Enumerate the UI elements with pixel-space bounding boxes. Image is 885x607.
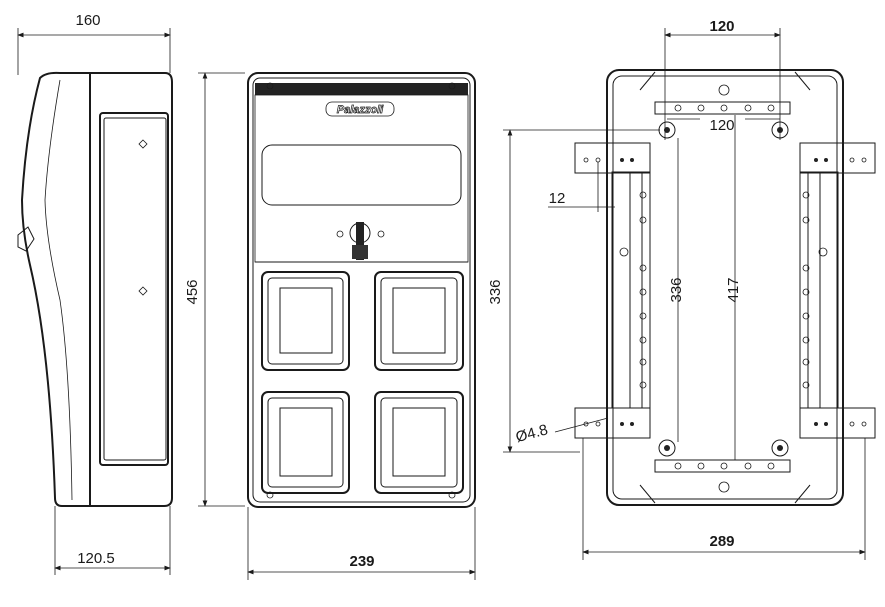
socket-modules: [261, 271, 464, 494]
dim-top-spacing: 120: [709, 18, 734, 35]
front-view: Palazzoli 239: [247, 72, 476, 580]
side-view: 160 120.5 456: [17, 12, 245, 575]
dim-side-depth: 120.5: [77, 550, 115, 567]
rear-view: 120 120 12 336 336 417 Ø4.8 289: [487, 18, 876, 560]
brand-logo: Palazzoli: [337, 104, 384, 116]
dim-hole-diameter: Ø4.8: [514, 421, 550, 446]
dim-bracket-pitch: 12: [549, 190, 566, 207]
dim-side-width: 160: [75, 12, 100, 29]
dim-front-width: 239: [349, 553, 374, 570]
dim-inner-336: 336: [668, 277, 685, 302]
dim-height: 456: [184, 279, 201, 304]
wall-brackets: [574, 142, 876, 439]
key-switch: [336, 222, 385, 260]
dim-overall-width: 289: [709, 533, 734, 550]
dim-inner-spacing: 120: [709, 117, 734, 134]
dim-bracket-vertical: 336: [487, 279, 504, 304]
dim-inner-417: 417: [725, 277, 742, 302]
